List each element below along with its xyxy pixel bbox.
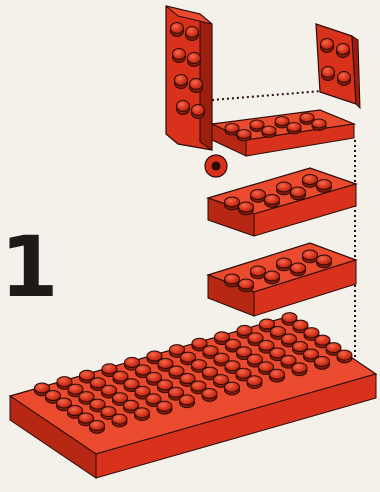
stud xyxy=(173,49,186,63)
stud xyxy=(239,202,254,215)
stud xyxy=(112,414,127,427)
stud xyxy=(292,363,307,376)
stud xyxy=(177,101,190,115)
stud xyxy=(321,39,334,53)
stud xyxy=(157,401,172,414)
stud xyxy=(337,44,350,58)
stud xyxy=(186,27,199,41)
middle-plate-upper xyxy=(208,168,356,236)
stud xyxy=(277,182,292,195)
stud xyxy=(135,408,150,421)
stud xyxy=(317,180,332,193)
stud xyxy=(277,258,292,271)
stud xyxy=(225,382,240,395)
small-square-plate xyxy=(316,24,360,108)
stud xyxy=(175,75,188,89)
bracket-base-with-hinge xyxy=(205,110,354,177)
stud xyxy=(338,72,351,86)
stud xyxy=(291,187,306,200)
stud xyxy=(270,369,285,382)
stud xyxy=(303,250,318,263)
stud xyxy=(265,195,280,208)
stud xyxy=(312,119,326,130)
stud xyxy=(337,350,352,363)
middle-plate-lower xyxy=(208,243,356,316)
stud xyxy=(315,357,330,370)
stud xyxy=(287,123,301,134)
stud xyxy=(251,190,266,203)
stud xyxy=(303,175,318,188)
vertical-bracket-plate xyxy=(166,6,212,150)
stud xyxy=(322,67,335,81)
guide-line-top xyxy=(212,91,322,100)
stud xyxy=(262,126,276,137)
stud xyxy=(237,130,251,141)
large-base-plate xyxy=(10,313,376,478)
stud xyxy=(265,271,280,284)
stud xyxy=(188,53,201,67)
stud xyxy=(317,255,332,268)
stud xyxy=(251,266,266,279)
stud xyxy=(291,263,306,276)
stud xyxy=(190,79,203,93)
stud xyxy=(247,376,262,389)
stud xyxy=(192,105,205,119)
stud xyxy=(239,279,254,292)
stud xyxy=(180,395,195,408)
stud xyxy=(202,389,217,402)
stud xyxy=(90,421,105,434)
stud xyxy=(225,197,240,210)
stud xyxy=(171,23,184,37)
stud xyxy=(225,274,240,287)
